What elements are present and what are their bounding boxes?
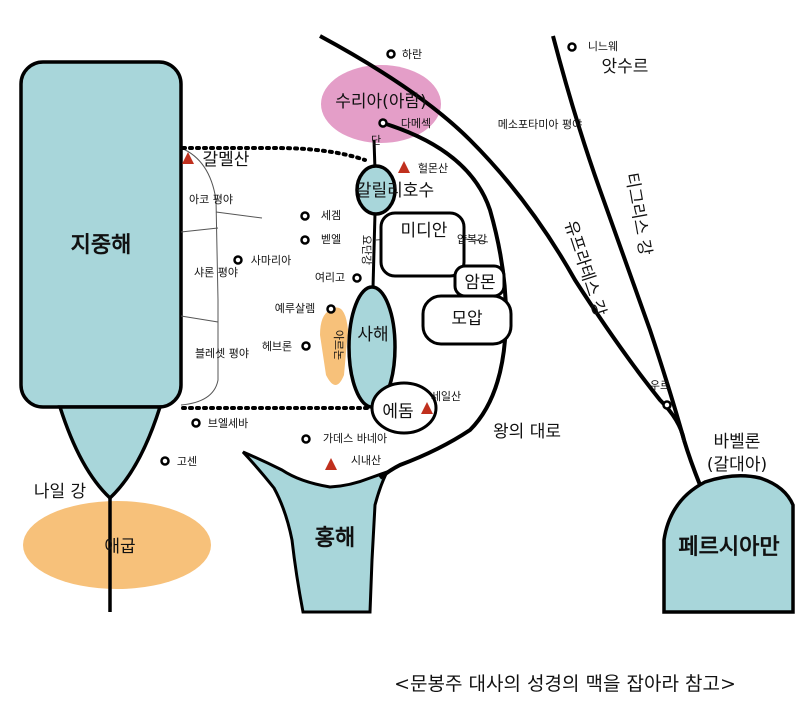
kadesh-label: 가데스 바네아 (323, 432, 387, 445)
jericho-label: 여리고 (315, 271, 345, 284)
jordan-label: 요단강 (360, 235, 373, 265)
chaldea-label: (갈대아) (707, 455, 767, 475)
hermon-label: 헐몬산 (418, 161, 448, 175)
persian-gulf (662, 474, 795, 614)
egypt-region (23, 501, 211, 589)
galilee-label: 갈릴리호수 (356, 181, 434, 201)
nile-delta (57, 405, 163, 501)
wilderness-region (320, 307, 348, 385)
syria-label: 수리아(아람) (335, 92, 426, 112)
dan-label: 단 (371, 134, 381, 147)
sinai-label: 시내산 (351, 454, 381, 467)
goshen-marker-icon (160, 456, 170, 466)
source-caption: <문봉주 대사의 성경의 맥을 잡아라 참고> (394, 673, 736, 695)
jabbok-label: 얍복강 (457, 233, 487, 246)
arnon-label: 아르논 (332, 330, 345, 360)
edom-box (370, 381, 438, 435)
philistine-plain-label: 블레셋 평야 (195, 347, 249, 360)
midian-box (379, 211, 466, 278)
red-sea (241, 450, 391, 614)
carmel-label: 갈멜산 (203, 150, 250, 170)
promised-land-north-boundary (181, 146, 367, 162)
haran-marker-icon (386, 49, 396, 59)
damascus-label: 다메섹 (401, 117, 431, 130)
hebron-label: 헤브론 (262, 340, 292, 353)
red-sea-label: 홍해 (315, 526, 355, 551)
jericho-marker-icon (352, 273, 362, 283)
edom-label: 에돔 (382, 402, 413, 422)
midian-label: 미디안 (401, 221, 448, 241)
seir-label: 세일산 (431, 389, 461, 403)
coastal-plain-border (180, 147, 219, 406)
jerusalem-label: 예루살렘 (275, 302, 315, 315)
ur-label: 우르 (650, 379, 670, 392)
euphrates-river (319, 34, 686, 441)
mediterranean-label: 지중해 (71, 233, 132, 258)
nile-label: 나일 강 (34, 482, 87, 502)
kings-highway-label: 왕의 대로 (493, 422, 561, 442)
nineveh-marker-icon (567, 42, 577, 52)
babylon-label: 바벨론 (714, 432, 761, 452)
acco-plain-label: 아코 평야 (189, 193, 233, 206)
shechem-label: 세겜 (321, 209, 341, 222)
jerusalem-marker-icon (326, 304, 336, 314)
egypt-label: 애굽 (104, 537, 135, 557)
tigris-label: 티그리스 강 (621, 171, 655, 257)
plain-divider-3 (215, 211, 263, 219)
ur-marker-icon (662, 400, 672, 410)
ammon-label: 암몬 (464, 273, 495, 293)
moab-box (421, 294, 513, 346)
beersheba-label: 브엘세바 (208, 417, 248, 430)
mesopotamia-label: 메소포타미아 평야 (498, 118, 582, 131)
plain-divider-1 (180, 227, 219, 233)
sinai-mountain-icon (325, 458, 337, 470)
persian-gulf-label: 페르시아만 (678, 535, 779, 560)
dead-sea-label: 사해 (357, 325, 388, 345)
bethel-label: 벧엘 (321, 233, 341, 246)
shatt-al-arab (682, 439, 702, 486)
hebron-marker-icon (301, 341, 311, 351)
plain-divider-2 (180, 315, 219, 323)
jordan-river (371, 212, 377, 289)
tigris-river (551, 35, 686, 441)
kings-highway (378, 121, 508, 480)
carmel-mountain-icon (182, 152, 194, 164)
samaria-label: 사마리아 (251, 254, 291, 267)
samaria-marker-icon (233, 255, 243, 265)
damascus-marker-icon (378, 118, 388, 128)
goshen-label: 고센 (177, 455, 197, 468)
beersheba-marker-icon (191, 418, 201, 428)
haran-label: 하란 (402, 47, 422, 61)
kadesh-marker-icon (301, 434, 311, 444)
moab-label: 모압 (451, 309, 483, 329)
hermon-mountain-icon (398, 161, 410, 173)
nineveh-label: 니느웨 (588, 40, 618, 53)
sea-of-galilee (355, 164, 397, 216)
syria-region (321, 65, 441, 143)
assyria-label: 앗수르 (602, 57, 649, 77)
bethel-marker-icon (300, 235, 310, 245)
sharon-plain-label: 샤론 평야 (194, 266, 238, 279)
shechem-marker-icon (300, 211, 310, 221)
seir-mountain-icon (421, 402, 433, 414)
